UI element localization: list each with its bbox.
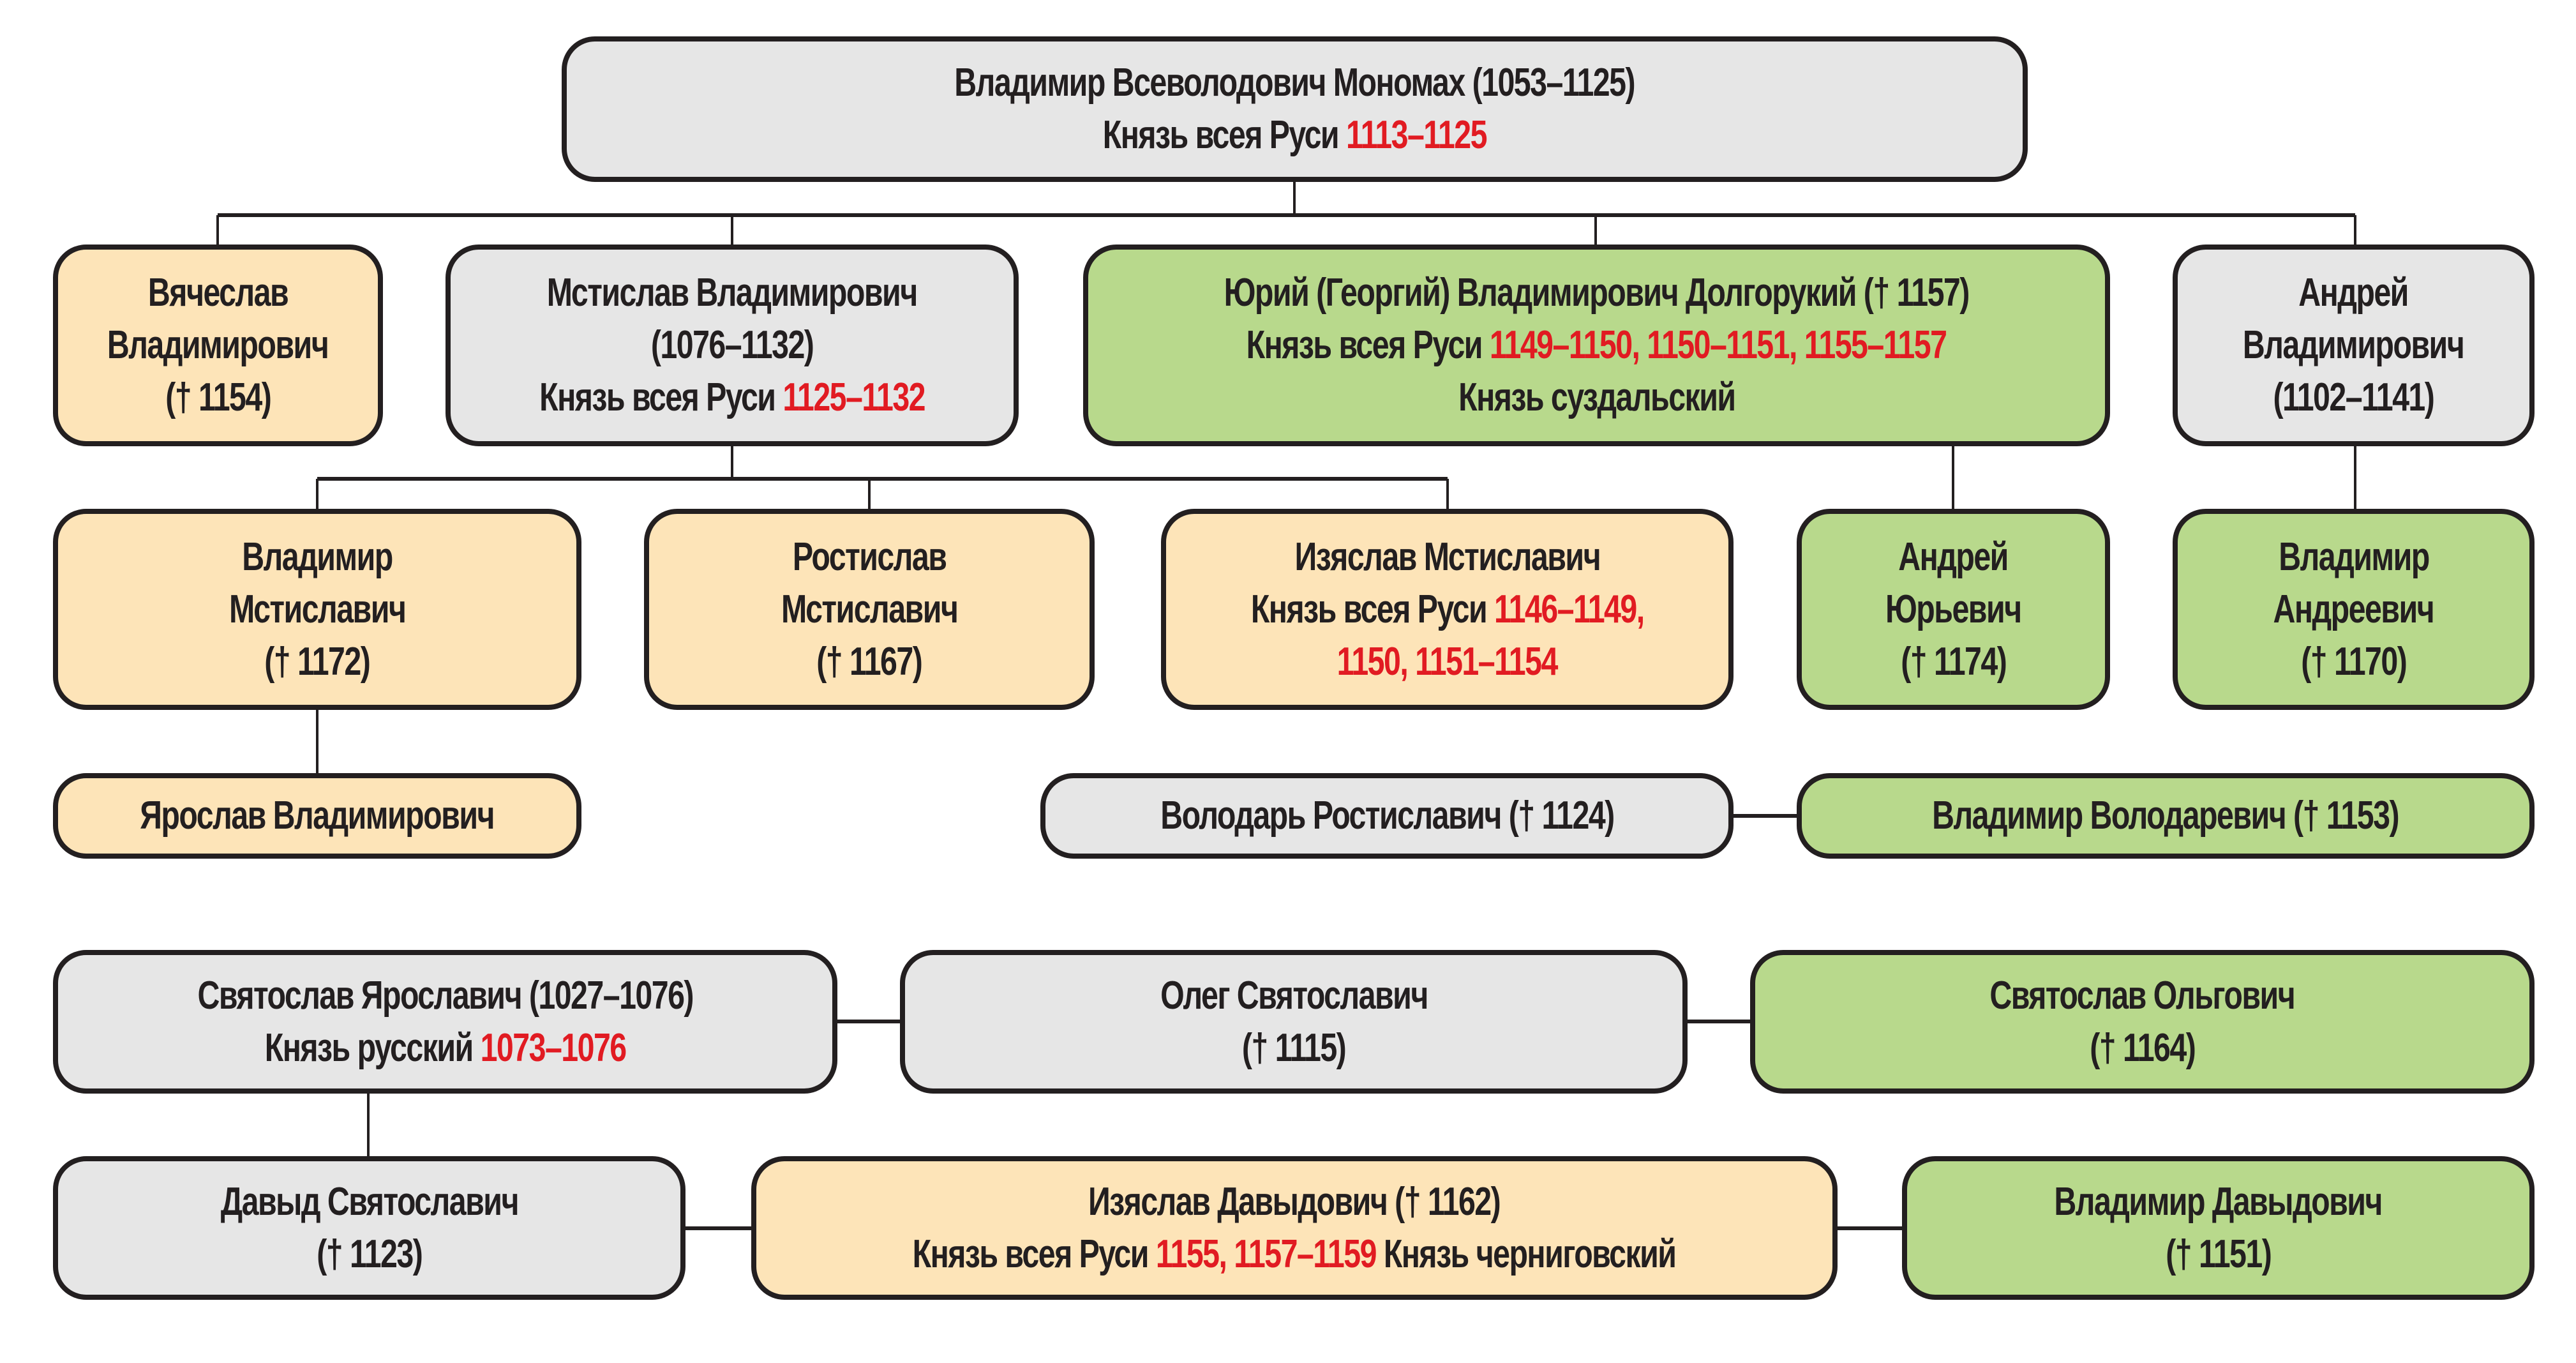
person-vladimir-davydovich: Владимир Давыдович († 1151) bbox=[1902, 1156, 2535, 1300]
reign-years: 1125–1132 bbox=[783, 375, 925, 419]
person-dates: († 1115) bbox=[1241, 1025, 1347, 1070]
reign-years: 1073–1076 bbox=[480, 1025, 627, 1070]
person-dates: (1102–1141) bbox=[2273, 375, 2435, 419]
person-name: Юрий (Георгий) Владимирович Долгорукий (… bbox=[1224, 271, 1970, 315]
title-label: Князь всея Руси bbox=[913, 1231, 1149, 1276]
person-name-line2: Андреевич bbox=[2273, 587, 2435, 631]
person-name-line2: Владимирович bbox=[107, 323, 329, 367]
person-name-line2: Мстиславич bbox=[781, 587, 959, 631]
person-title-line: Князь всея Руси 1149–1150, 1150–1151, 11… bbox=[1247, 319, 1947, 372]
person-title-line: Князь русский 1073–1076 bbox=[264, 1022, 627, 1074]
person-title-line: Князь всея Руси 1155, 1157–1159 Князь че… bbox=[913, 1228, 1677, 1281]
person-svyatoslav-olgovich: Святослав Ольгович († 1164) bbox=[1750, 950, 2535, 1094]
title-label: Князь всея Руси bbox=[1247, 323, 1483, 367]
person-name: Изяслав Давыдович († 1162) bbox=[1088, 1179, 1501, 1224]
person-vyacheslav-vladimirovich: Вячеслав Владимирович († 1154) bbox=[53, 245, 383, 446]
person-title-line: Князь всея Руси 1113–1125 bbox=[1102, 109, 1488, 162]
person-davyd-svyatoslavich: Давыд Святославич († 1123) bbox=[53, 1156, 685, 1300]
person-name: Мстислав Владимирович bbox=[547, 271, 918, 315]
title2-label: Князь черниговский bbox=[1384, 1231, 1677, 1276]
person-name: Олег Святославич bbox=[1160, 973, 1428, 1018]
title-label: Князь всея Руси bbox=[1250, 587, 1488, 631]
person-dates: († 1172) bbox=[264, 639, 371, 684]
person-dates: († 1174) bbox=[1901, 639, 2007, 684]
reign-years: 1149–1150, 1150–1151, 1155–1157 bbox=[1490, 323, 1947, 367]
person-oleg-svyatoslavich: Олег Святославич († 1115) bbox=[900, 950, 1688, 1094]
person-name: Владимир Давыдович bbox=[2054, 1179, 2383, 1224]
person-name: Изяслав Мстиславич bbox=[1294, 534, 1601, 579]
person-name: Давыд Святославич bbox=[220, 1179, 519, 1224]
person-yaroslav-vladimirovich: Ярослав Владимирович bbox=[53, 773, 581, 859]
person-name-line1: Владимир bbox=[2278, 534, 2430, 579]
person-andrei-yurievich: Андрей Юрьевич († 1174) bbox=[1797, 509, 2110, 710]
title-label: Князь всея Руси bbox=[539, 375, 776, 419]
person-title-line: Князь всея Руси 1146–1149, bbox=[1250, 584, 1645, 636]
person-vladimir-volodarevich: Владимир Володаревич († 1153) bbox=[1797, 773, 2535, 859]
person-name: Володарь Ростиславич († 1124) bbox=[1160, 794, 1615, 838]
person-name-line1: Вячеслав bbox=[147, 271, 289, 315]
person-name-line2: Мстиславич bbox=[228, 587, 407, 631]
person-andrei-vladimirovich: Андрей Владимирович (1102–1141) bbox=[2173, 245, 2535, 446]
person-title-line: Князь всея Руси 1125–1132 bbox=[539, 372, 925, 424]
title-label: Князь всея Руси bbox=[1102, 113, 1340, 157]
person-mstislav-vladimirovich: Мстислав Владимирович (1076–1132) Князь … bbox=[446, 245, 1019, 446]
person-name: Ярослав Владимирович bbox=[140, 794, 495, 838]
person-vladimir-andreevich: Владимир Андреевич († 1170) bbox=[2173, 509, 2535, 710]
person-name: Владимир Всеволодович Мономах (1053–1125… bbox=[954, 61, 1636, 105]
person-name-line1: Ростислав bbox=[792, 534, 947, 579]
person-dates: († 1170) bbox=[2301, 639, 2408, 684]
person-volodar-rostislavich: Володарь Ростиславич († 1124) bbox=[1040, 773, 1734, 859]
person-name: Святослав Ярославич (1027–1076) bbox=[197, 973, 694, 1018]
person-name: Святослав Ольгович bbox=[1989, 973, 2296, 1018]
person-name-line1: Владимир bbox=[242, 534, 393, 579]
person-dates: (1076–1132) bbox=[650, 323, 814, 367]
reign-years: 1113–1125 bbox=[1346, 113, 1488, 157]
reign-years-cont: 1150, 1151–1154 bbox=[1337, 639, 1559, 684]
person-title2: Князь суздальский bbox=[1458, 375, 1736, 419]
person-vladimir-monomakh: Владимир Всеволодович Мономах (1053–1125… bbox=[562, 36, 2028, 182]
reign-years: 1146–1149, bbox=[1494, 587, 1645, 631]
person-name-line1: Андрей bbox=[2298, 271, 2409, 315]
person-dates: († 1151) bbox=[2166, 1231, 2272, 1276]
person-vladimir-mstislavich: Владимир Мстиславич († 1172) bbox=[53, 509, 581, 710]
person-yuri-dolgoruky: Юрий (Георгий) Владимирович Долгорукий (… bbox=[1083, 245, 2110, 446]
person-dates: († 1123) bbox=[317, 1231, 423, 1276]
person-izyaslav-mstislavich: Изяслав Мстиславич Князь всея Руси 1146–… bbox=[1161, 509, 1734, 710]
person-izyaslav-davydovich: Изяслав Давыдович († 1162) Князь всея Ру… bbox=[751, 1156, 1838, 1300]
reign-years: 1155, 1157–1159 bbox=[1156, 1231, 1377, 1276]
title-label: Князь русский bbox=[264, 1025, 474, 1070]
person-name-line2: Юрьевич bbox=[1885, 587, 2022, 631]
person-rostislav-mstislavich: Ростислав Мстиславич († 1167) bbox=[644, 509, 1095, 710]
person-name-line1: Андрей bbox=[1898, 534, 2009, 579]
person-dates: († 1154) bbox=[165, 375, 272, 419]
person-name-line2: Владимирович bbox=[2243, 323, 2465, 367]
person-svyatoslav-yaroslavich: Святослав Ярославич (1027–1076) Князь ру… bbox=[53, 950, 837, 1094]
person-dates: († 1167) bbox=[816, 639, 924, 684]
person-dates: († 1164) bbox=[2090, 1025, 2196, 1070]
person-name: Владимир Володаревич († 1153) bbox=[1932, 794, 2400, 838]
